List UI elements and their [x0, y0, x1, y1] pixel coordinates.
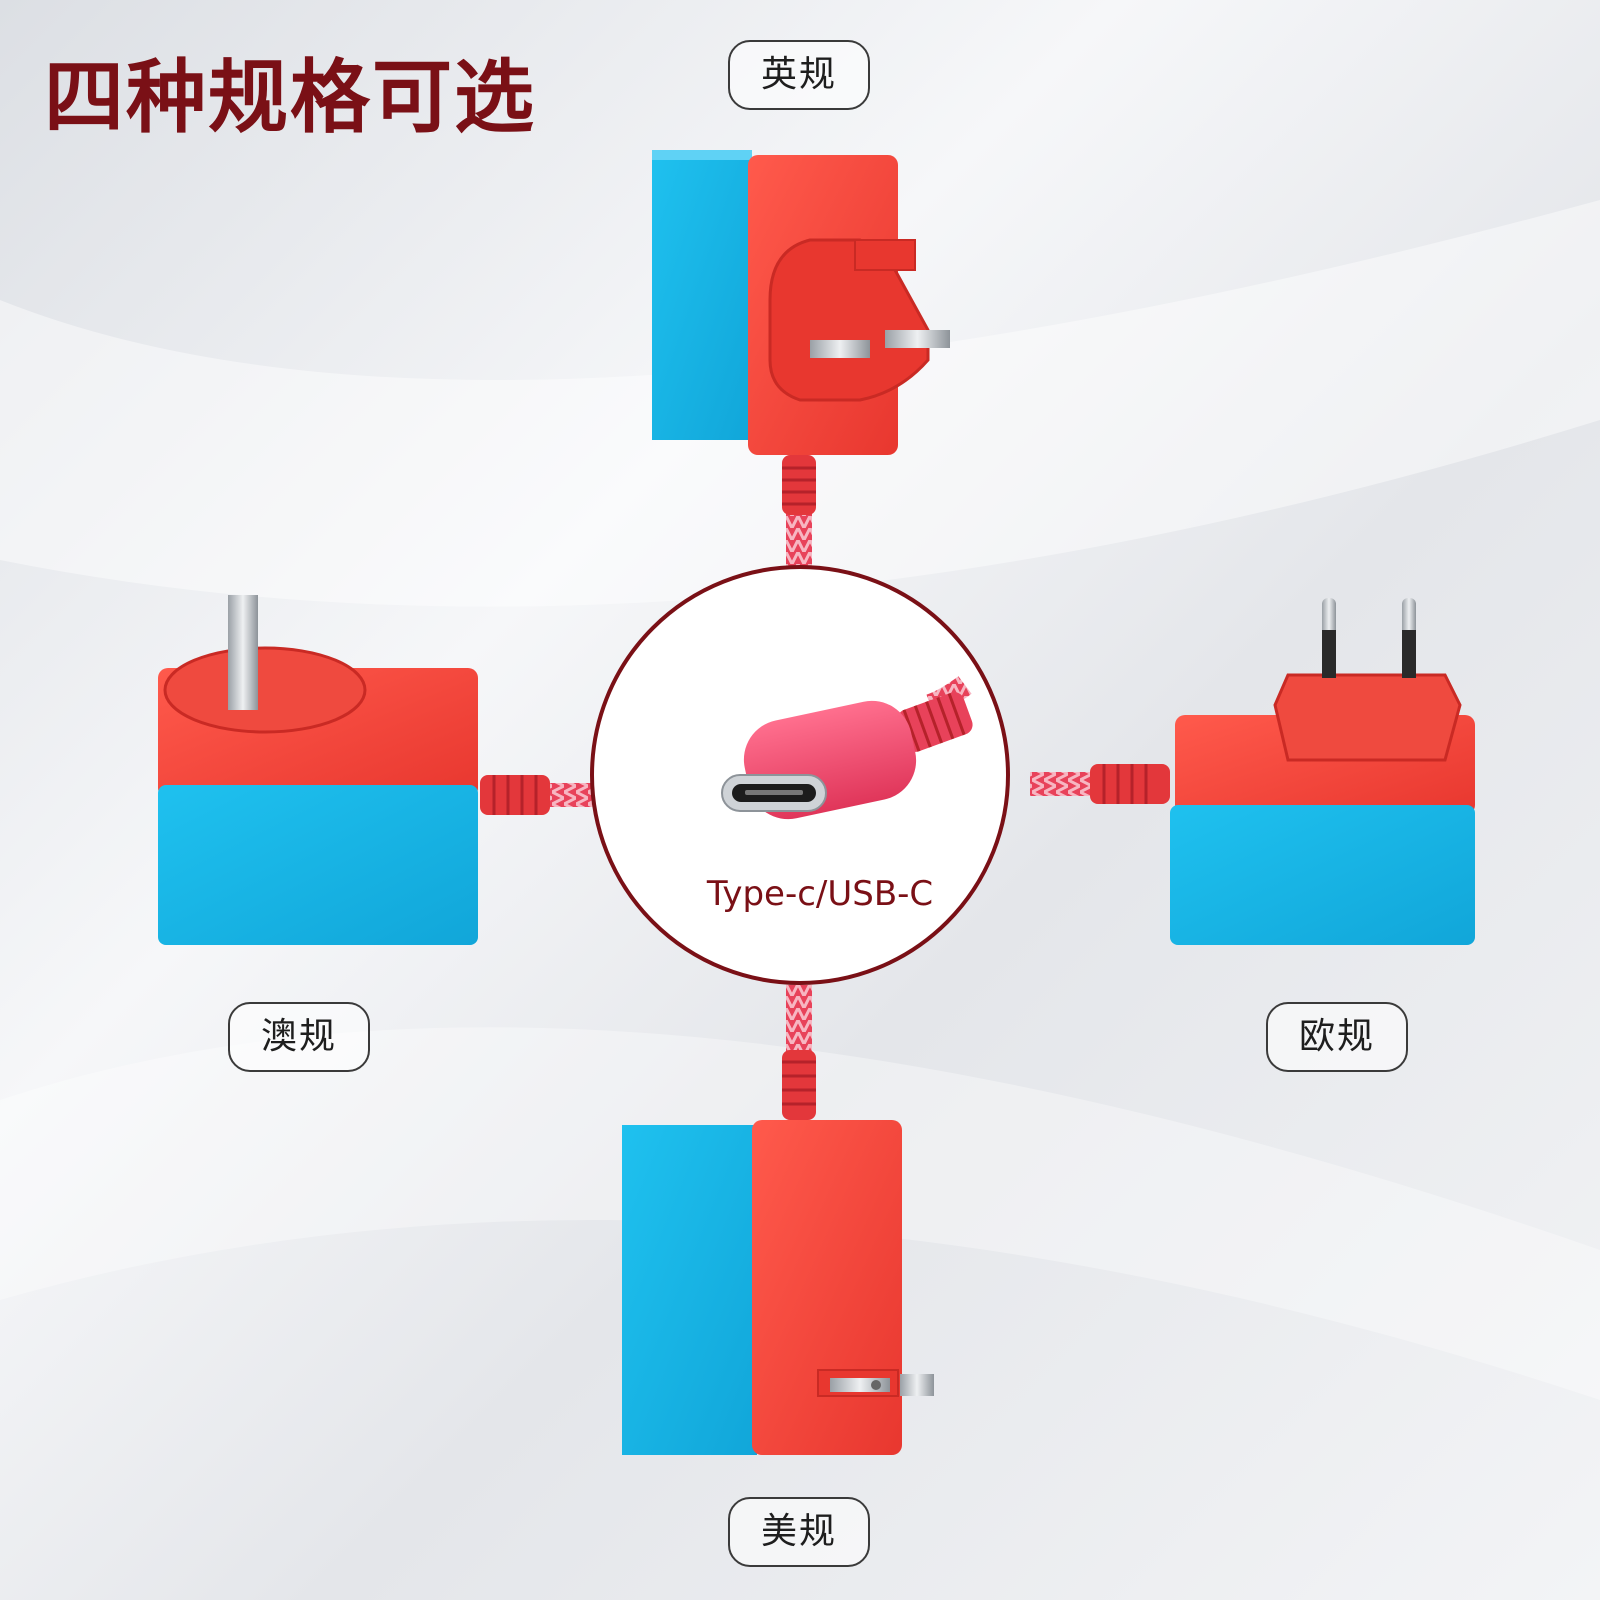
- connector-caption: Type-c/USB-C: [706, 874, 934, 914]
- uk-plug-adapter-icon: [652, 150, 950, 455]
- au-plug-adapter-icon: [158, 595, 478, 945]
- label-us: 美规: [728, 1497, 870, 1567]
- usb-c-plug-icon: [721, 676, 973, 820]
- strain-relief-right: [1090, 764, 1170, 804]
- strain-relief-bottom: [782, 1050, 816, 1120]
- us-plug-adapter-icon: [622, 1120, 934, 1455]
- label-eu: 欧规: [1266, 1002, 1408, 1072]
- cable-right: [1030, 772, 1100, 796]
- page-title: 四种规格可选: [44, 51, 536, 144]
- label-uk: 英规: [728, 40, 870, 110]
- label-au: 澳规: [228, 1002, 370, 1072]
- eu-plug-adapter-icon: [1170, 598, 1475, 945]
- strain-relief-top: [782, 455, 816, 515]
- strain-relief-left: [480, 775, 550, 815]
